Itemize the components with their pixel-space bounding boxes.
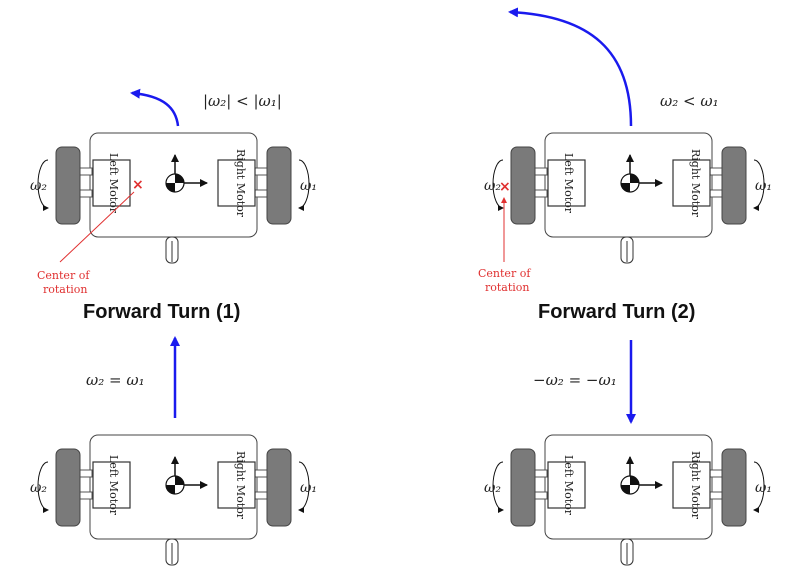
equation-straight-backward: −ω₂ = −ω₁	[533, 371, 617, 389]
trajectory-arrow-turn-1	[130, 88, 180, 127]
omega-left-label: ω₂	[30, 178, 47, 194]
omega-left-label: ω₂	[484, 178, 501, 194]
omega-right-label: ω₁	[755, 480, 772, 496]
left-motor-label: Left Motor	[107, 455, 120, 516]
right-motor-label: Right Motor	[234, 451, 247, 520]
equation-straight-forward: ω₂ = ω₁	[86, 371, 145, 389]
center-of-rotation-marker: ×	[132, 177, 144, 193]
omega-right-label: ω₁	[755, 178, 772, 194]
title-forward-turn-2: Forward Turn (2)	[538, 301, 695, 323]
center-of-rotation-label-1: Center of	[478, 267, 531, 280]
robot-forward-turn-1: Left Motor Right Motor ω₂ ω₁ × Center of…	[30, 88, 317, 323]
center-of-rotation-label-1: Center of	[37, 269, 90, 282]
omega-right-label: ω₁	[300, 178, 317, 194]
center-of-rotation-pointer	[59, 191, 135, 263]
right-motor-label: Right Motor	[689, 149, 702, 218]
omega-left-label: ω₂	[484, 480, 501, 496]
equation-turn-2: ω₂ < ω₁	[660, 92, 719, 110]
omega-right-label: ω₁	[300, 480, 317, 496]
right-motor-label: Right Motor	[689, 451, 702, 520]
center-of-rotation-label-2: rotation	[43, 283, 88, 296]
title-forward-turn-1: Forward Turn (1)	[83, 301, 240, 323]
equation-turn-1: |ω₂| < |ω₁|	[203, 92, 282, 110]
left-motor-label: Left Motor	[562, 153, 575, 214]
center-of-rotation-label-2: rotation	[485, 281, 530, 294]
left-motor-label: Left Motor	[107, 153, 120, 214]
left-motor-label: Left Motor	[562, 455, 575, 516]
robot-straight-backward: Left Motor Right Motor ω₂ ω₁ −ω₂ = −ω₁	[484, 340, 772, 565]
center-of-rotation-marker: ×	[499, 179, 511, 195]
robot-straight-forward: Left Motor Right Motor ω₂ ω₁ ω₂ = ω₁	[30, 336, 317, 565]
omega-left-label: ω₂	[30, 480, 47, 496]
trajectory-arrow-turn-2	[508, 7, 633, 127]
right-motor-label: Right Motor	[234, 149, 247, 218]
robot-forward-turn-2: Left Motor Right Motor ω₂ ω₁ × Center of…	[478, 7, 772, 323]
